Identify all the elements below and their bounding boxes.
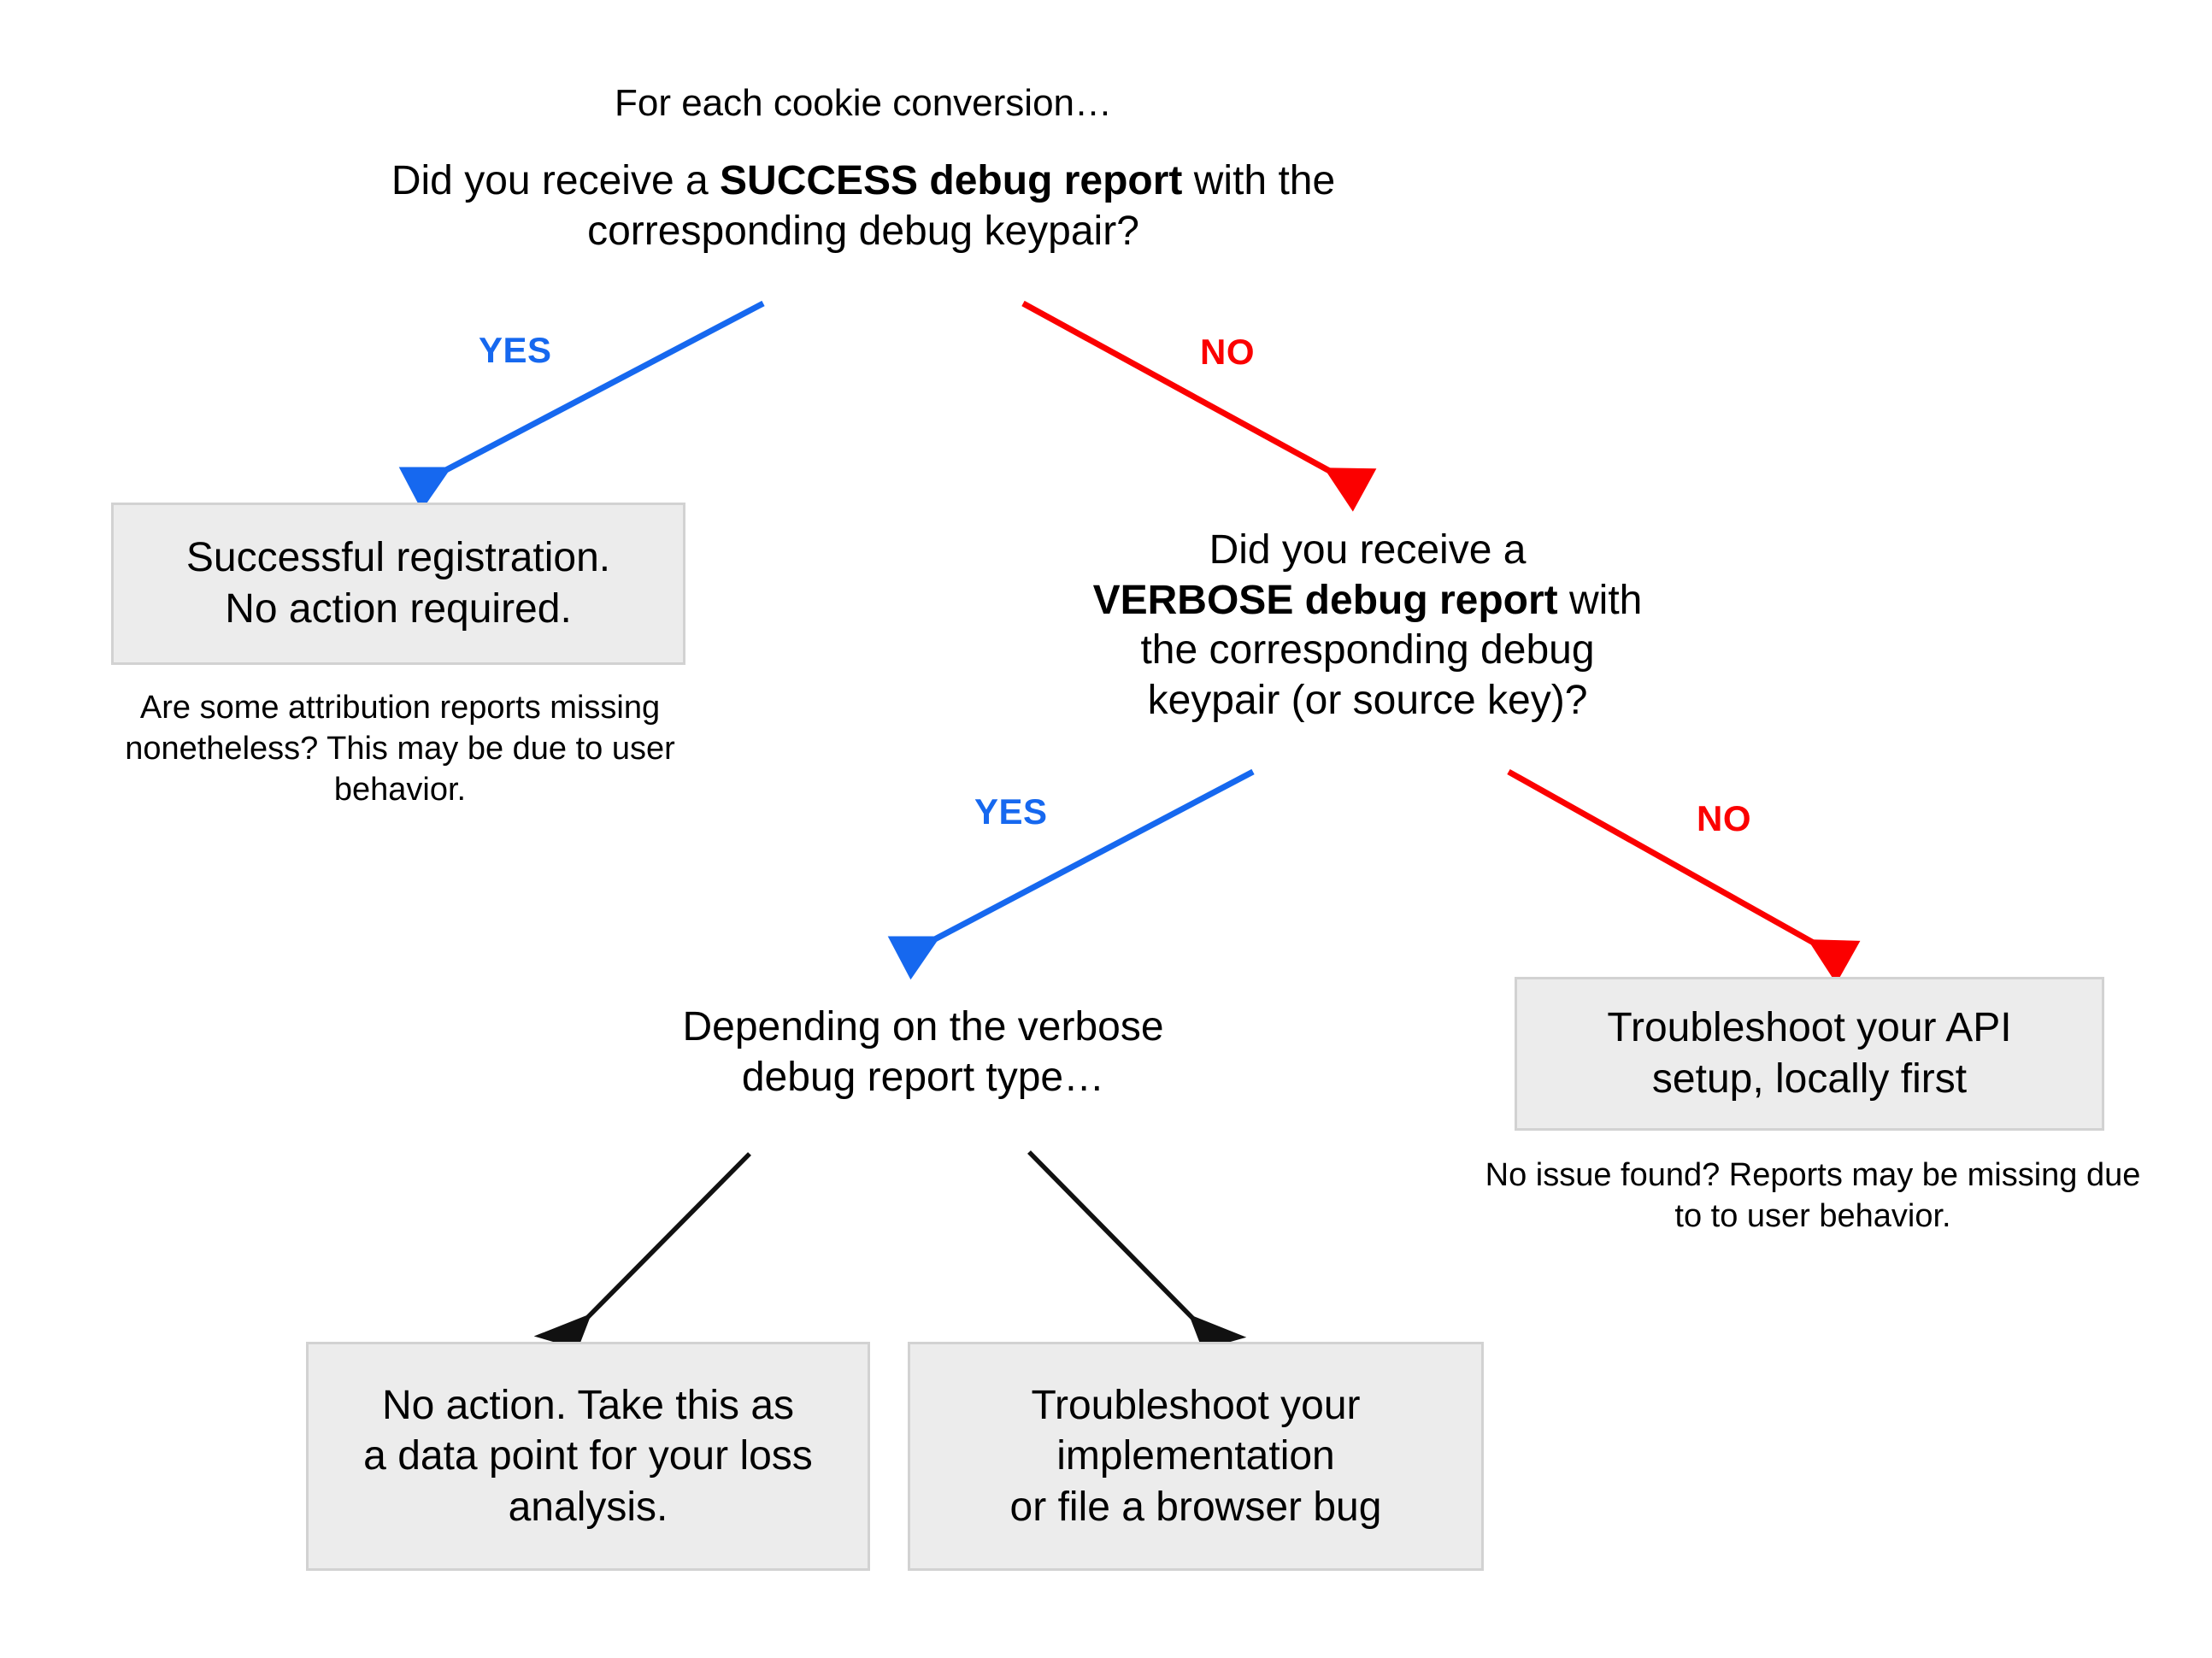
second-question-line3: the corresponding debug bbox=[1140, 627, 1595, 673]
root-question-prefix: Did you receive a bbox=[391, 158, 721, 203]
second-question: Did you receive a VERBOSE debug report w… bbox=[1017, 526, 1718, 726]
second-question-after-bold: with bbox=[1557, 577, 1643, 623]
edge-no-top bbox=[1021, 300, 1377, 512]
root-lead-text: For each cookie conversion… bbox=[614, 82, 1113, 124]
caption-no-issue-found: No issue found? Reports may be missing d… bbox=[1485, 1157, 2141, 1234]
second-question-line4: keypair (or source key)? bbox=[1147, 677, 1588, 723]
edge-no-second bbox=[1507, 768, 1861, 984]
depending-on-type-text: Depending on the verbose debug report ty… bbox=[682, 1004, 1164, 1100]
edge-label-no-second: NO bbox=[1697, 798, 1751, 838]
box-successful-registration[interactable]: Successful registration. No action requi… bbox=[111, 503, 685, 665]
edge-to-no-action bbox=[533, 1152, 751, 1372]
edge-label-yes-second: YES bbox=[974, 791, 1048, 832]
box-no-action-loss-analysis[interactable]: No action. Take this as a data point for… bbox=[306, 1342, 870, 1571]
edge-label-yes-top: YES bbox=[479, 330, 552, 370]
root-question-bold: SUCCESS debug report bbox=[720, 158, 1183, 203]
edge-label-no-top: NO bbox=[1200, 332, 1255, 372]
root-question-suffix: with the corresponding debug keypair? bbox=[587, 158, 1336, 254]
second-question-bold: VERBOSE debug report bbox=[1092, 577, 1558, 623]
edge-to-troubleshoot-impl bbox=[1027, 1150, 1247, 1373]
box-troubleshoot-api[interactable]: Troubleshoot your API setup, locally fir… bbox=[1515, 977, 2104, 1131]
root-question: Did you receive a SUCCESS debug report w… bbox=[321, 156, 1406, 256]
edge-yes-top bbox=[398, 300, 765, 511]
caption-attribution-missing: Are some attribution reports missing non… bbox=[125, 690, 675, 808]
box-troubleshoot-implementation[interactable]: Troubleshoot your implementation or file… bbox=[908, 1342, 1484, 1571]
second-question-line1: Did you receive a bbox=[1209, 527, 1527, 573]
